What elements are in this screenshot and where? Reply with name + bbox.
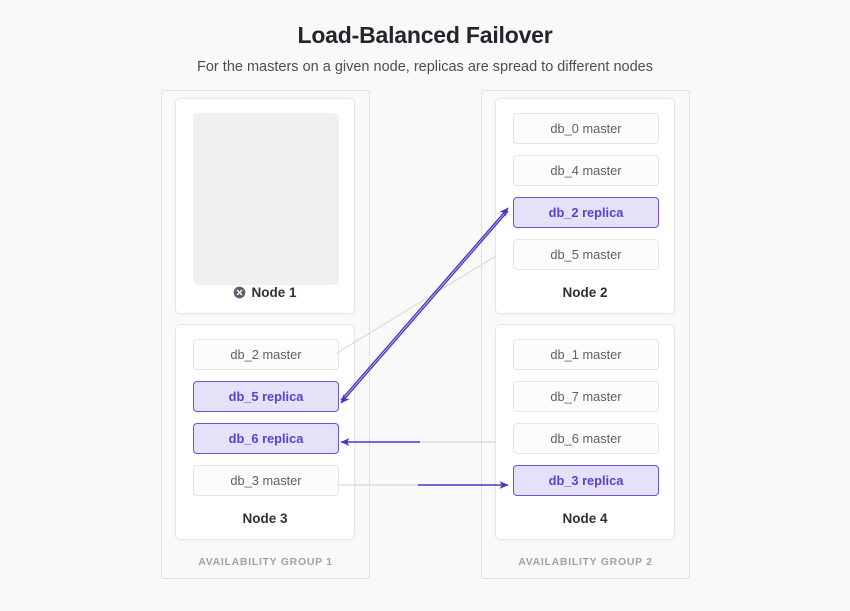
db-box-db2-master[interactable]: db_2 master — [193, 339, 339, 370]
node-1-empty-placeholder — [193, 113, 339, 285]
db-box-db0-master[interactable]: db_0 master — [513, 113, 659, 144]
availability-group-1-label: AVAILABILITY GROUP 1 — [198, 556, 333, 568]
db-box-db5-replica[interactable]: db_5 replica — [193, 381, 339, 412]
db-box-db7-master[interactable]: db_7 master — [513, 381, 659, 412]
node-1-label-row: Node 1 — [176, 285, 354, 300]
node-4-db-list: db_1 master db_7 master db_6 master db_3… — [513, 339, 659, 507]
db-box-db3-master[interactable]: db_3 master — [193, 465, 339, 496]
node-card-2[interactable]: db_0 master db_4 master db_2 replica db_… — [495, 98, 675, 314]
node-1-label: Node 1 — [251, 285, 297, 300]
node-2-db-list: db_0 master db_4 master db_2 replica db_… — [513, 113, 659, 281]
node-4-label: Node 4 — [562, 511, 608, 526]
node-card-1[interactable]: Node 1 — [175, 98, 355, 314]
node-card-4[interactable]: db_1 master db_7 master db_6 master db_3… — [495, 324, 675, 540]
db-box-db5-master[interactable]: db_5 master — [513, 239, 659, 270]
node-2-label-row: Node 2 — [496, 285, 674, 300]
db-box-db6-master[interactable]: db_6 master — [513, 423, 659, 454]
db-box-db6-replica[interactable]: db_6 replica — [193, 423, 339, 454]
diagram-header: Load-Balanced Failover For the masters o… — [0, 0, 850, 75]
node-3-db-list: db_2 master db_5 replica db_6 replica db… — [193, 339, 339, 507]
db-box-db1-master[interactable]: db_1 master — [513, 339, 659, 370]
db-box-db4-master[interactable]: db_4 master — [513, 155, 659, 186]
node-2-label: Node 2 — [562, 285, 608, 300]
page-title: Load-Balanced Failover — [297, 22, 553, 48]
availability-group-2-label: AVAILABILITY GROUP 2 — [518, 556, 653, 568]
circle-x-icon — [233, 286, 246, 299]
db-box-db3-replica[interactable]: db_3 replica — [513, 465, 659, 496]
page-subtitle: For the masters on a given node, replica… — [197, 59, 653, 75]
node-4-label-row: Node 4 — [496, 511, 674, 526]
node-card-3[interactable]: db_2 master db_5 replica db_6 replica db… — [175, 324, 355, 540]
node-3-label: Node 3 — [242, 511, 288, 526]
db-box-db2-replica[interactable]: db_2 replica — [513, 197, 659, 228]
node-1-db-list — [193, 113, 339, 285]
node-3-label-row: Node 3 — [176, 511, 354, 526]
